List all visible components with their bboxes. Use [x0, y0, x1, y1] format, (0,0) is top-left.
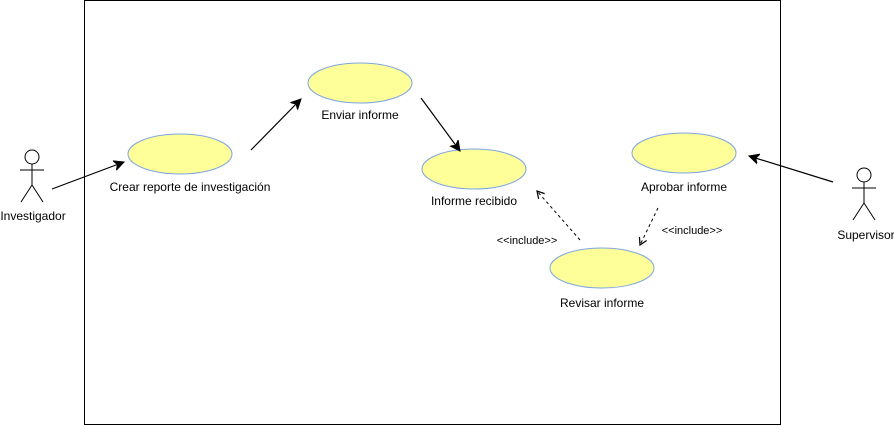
- actor-label-supervisor: Supervisor: [837, 228, 894, 242]
- actor-label-investigador: Investigador: [0, 209, 65, 223]
- include-revisar-recibido[interactable]: [536, 190, 581, 241]
- use-case-ellipse: [307, 62, 413, 104]
- use-case-revisar-informe[interactable]: Revisar informe: [549, 247, 655, 310]
- use-case-label: Revisar informe: [560, 296, 644, 310]
- use-case-aprobar-informe[interactable]: Aprobar informe: [631, 132, 737, 194]
- use-case-ellipse: [127, 133, 233, 175]
- stick-figure-icon: [20, 149, 44, 203]
- use-case-label: Aprobar informe: [641, 180, 727, 194]
- use-case-ellipse: [421, 148, 527, 190]
- use-case-informe-recibido[interactable]: Informe recibido: [421, 148, 527, 208]
- use-case-label: Crear reporte de investigación: [110, 180, 271, 194]
- stick-figure-icon: [852, 167, 876, 221]
- flow-enviar-recibido[interactable]: [420, 97, 460, 151]
- use-case-label: Enviar informe: [321, 108, 399, 122]
- flow-crear-enviar[interactable]: [250, 99, 301, 151]
- use-case-label: Informe recibido: [431, 194, 517, 208]
- use-case-enviar-informe[interactable]: Enviar informe: [307, 62, 413, 122]
- system-boundary: [84, 0, 781, 425]
- actor-investigador[interactable]: Investigador: [0, 149, 66, 223]
- include-aprobar-revisar[interactable]: [638, 207, 659, 247]
- actor-supervisor[interactable]: Supervisor: [837, 167, 894, 242]
- use-case-ellipse: [631, 132, 737, 174]
- include-label-right: <<include>>: [662, 225, 723, 237]
- association-supervisor-aprobar[interactable]: [749, 156, 834, 183]
- use-case-ellipse: [549, 247, 655, 289]
- use-case-crear-reporte[interactable]: Crear reporte de investigación: [110, 133, 271, 194]
- include-label-left: <<include>>: [497, 235, 558, 247]
- association-investigador-crear[interactable]: [51, 162, 124, 190]
